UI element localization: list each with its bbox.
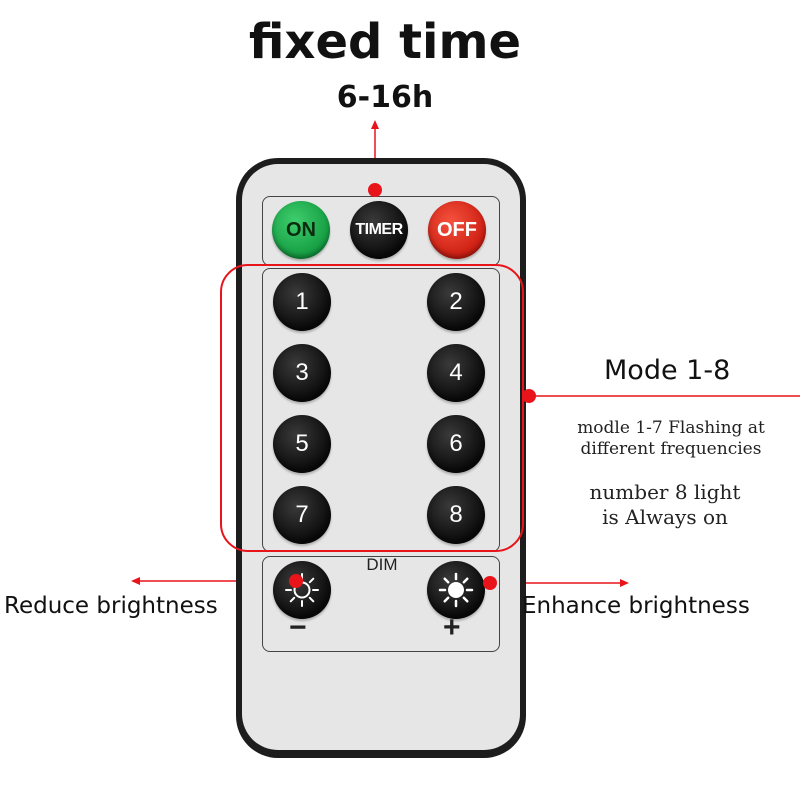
mode-title: Mode 1-8 <box>604 355 731 386</box>
timer-duration-label: 6-16h <box>336 80 434 115</box>
dim-label: DIM <box>366 555 398 574</box>
mode-marker-dot <box>522 389 536 403</box>
on-button[interactable]: ON <box>272 201 330 259</box>
mode-highlight-box <box>220 264 524 552</box>
mode-8-description-line-1: number 8 light <box>589 480 741 504</box>
mode-7-button[interactable]: 7 <box>273 486 331 544</box>
mode-2-button[interactable]: 2 <box>427 273 485 331</box>
mode-panel: 1 2 3 4 5 6 7 8 <box>262 268 500 552</box>
mode-4-button[interactable]: 4 <box>427 344 485 402</box>
mode-8-button[interactable]: 8 <box>427 486 485 544</box>
mode-8-description-line-2: is Always on <box>602 505 728 529</box>
enhance-arrow-head <box>620 579 629 587</box>
mode-6-button[interactable]: 6 <box>427 415 485 473</box>
plus-sign: + <box>443 611 461 644</box>
off-button[interactable]: OFF <box>428 201 486 259</box>
mode-5-button[interactable]: 5 <box>273 415 331 473</box>
sun-filled-icon <box>438 572 474 608</box>
mode-8-description: number 8 light is Always on <box>560 480 770 530</box>
timer-arrow-head <box>371 120 379 129</box>
enhance-brightness-label: Enhance brightness <box>522 593 750 619</box>
enhance-marker-dot <box>483 576 497 590</box>
mode-3-button[interactable]: 3 <box>273 344 331 402</box>
reduce-marker-dot <box>289 574 303 588</box>
minus-sign: − <box>289 611 307 644</box>
page-title: fixed time <box>248 14 522 70</box>
remote-face: ON TIMER OFF 1 2 3 4 5 6 7 8 DIM <box>242 164 520 750</box>
remote-control: ON TIMER OFF 1 2 3 4 5 6 7 8 DIM <box>236 158 526 758</box>
brightness-up-button[interactable] <box>427 561 485 619</box>
dim-panel: DIM <box>262 555 500 652</box>
reduce-arrow-head <box>131 577 140 585</box>
timer-marker-dot <box>368 183 382 197</box>
mode-description-line-2: different frequencies <box>580 439 762 459</box>
mode-description: modle 1-7 Flashing at different frequenc… <box>556 418 786 460</box>
mode-1-button[interactable]: 1 <box>273 273 331 331</box>
reduce-brightness-label: Reduce brightness <box>4 593 218 619</box>
power-panel: ON TIMER OFF <box>262 196 500 266</box>
mode-description-line-1: modle 1-7 Flashing at <box>577 418 765 438</box>
timer-button[interactable]: TIMER <box>350 201 408 259</box>
brightness-down-button[interactable] <box>273 561 331 619</box>
